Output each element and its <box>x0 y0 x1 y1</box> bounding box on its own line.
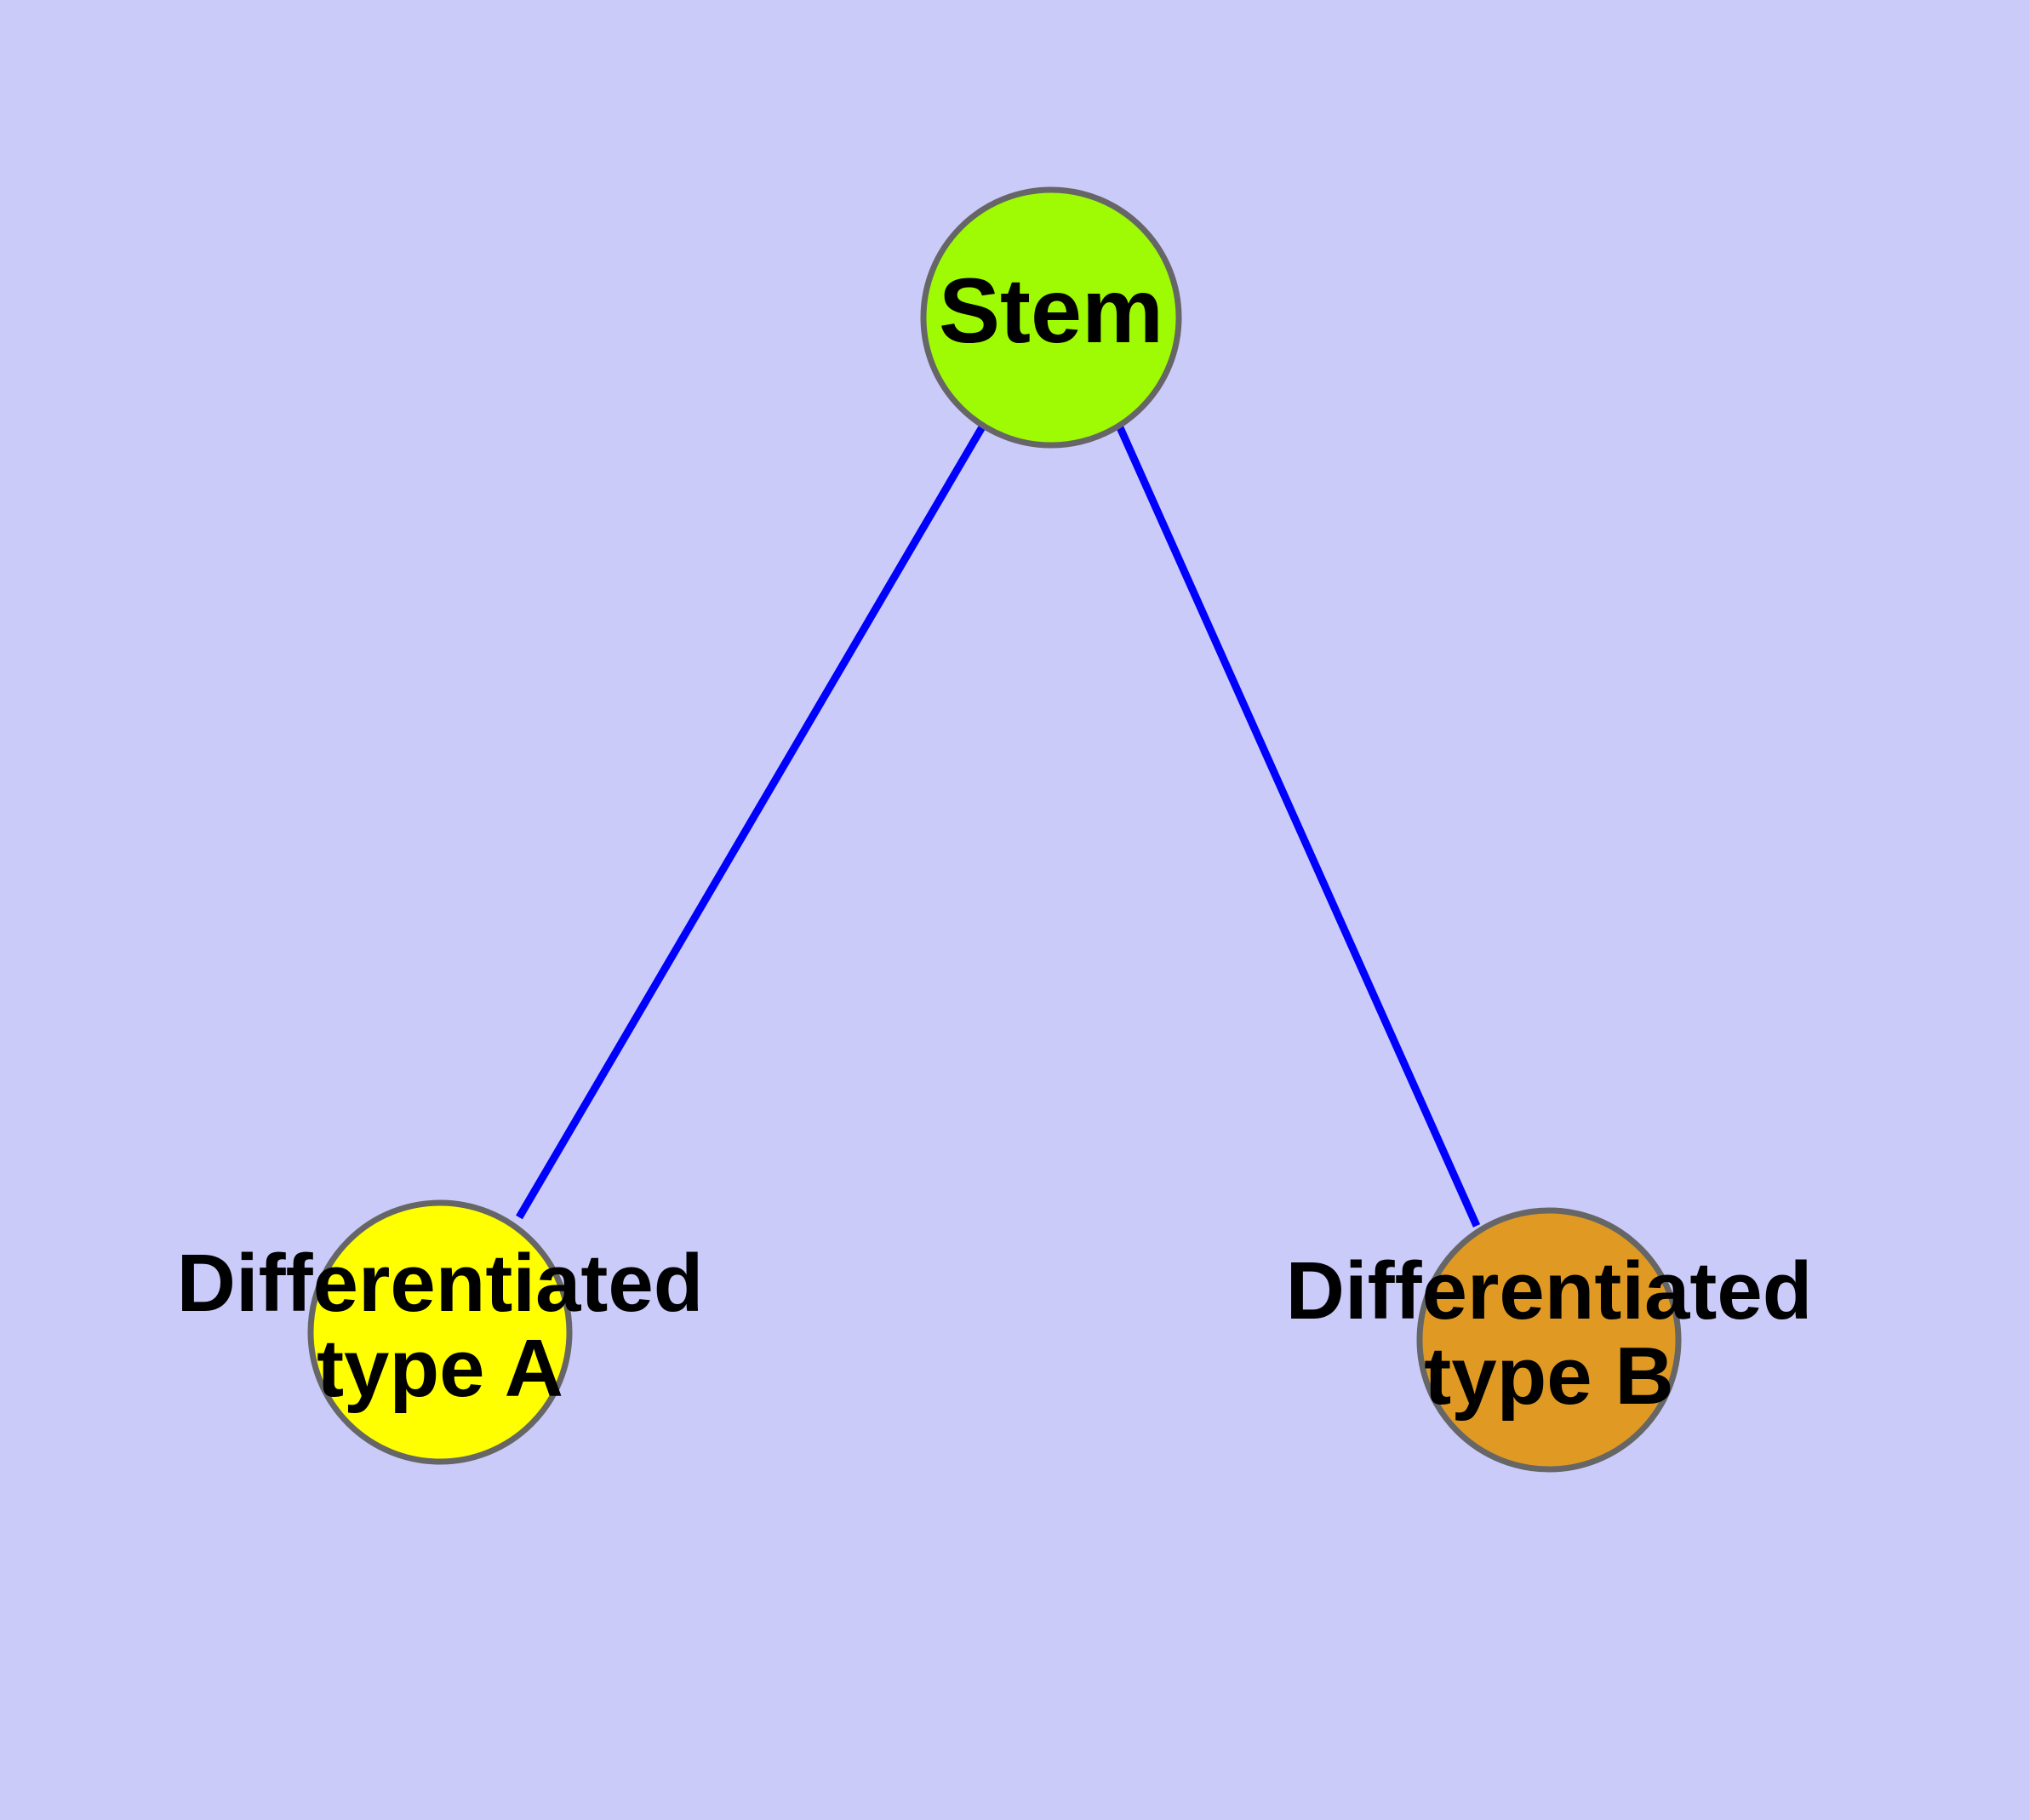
node-differentiated-type-a-circle[interactable] <box>307 1199 573 1465</box>
node-stem-label: Stem <box>939 259 1163 362</box>
edge-layer <box>516 423 1481 1228</box>
edge-stem-to-differentiated-type-a[interactable] <box>516 423 986 1220</box>
node-differentiated-type-b-circle[interactable] <box>1416 1207 1682 1473</box>
node-stem-circle[interactable] <box>920 186 1182 449</box>
edge-stem-to-differentiated-type-b[interactable] <box>1115 424 1481 1228</box>
node-stem[interactable]: Stem <box>920 186 1182 449</box>
